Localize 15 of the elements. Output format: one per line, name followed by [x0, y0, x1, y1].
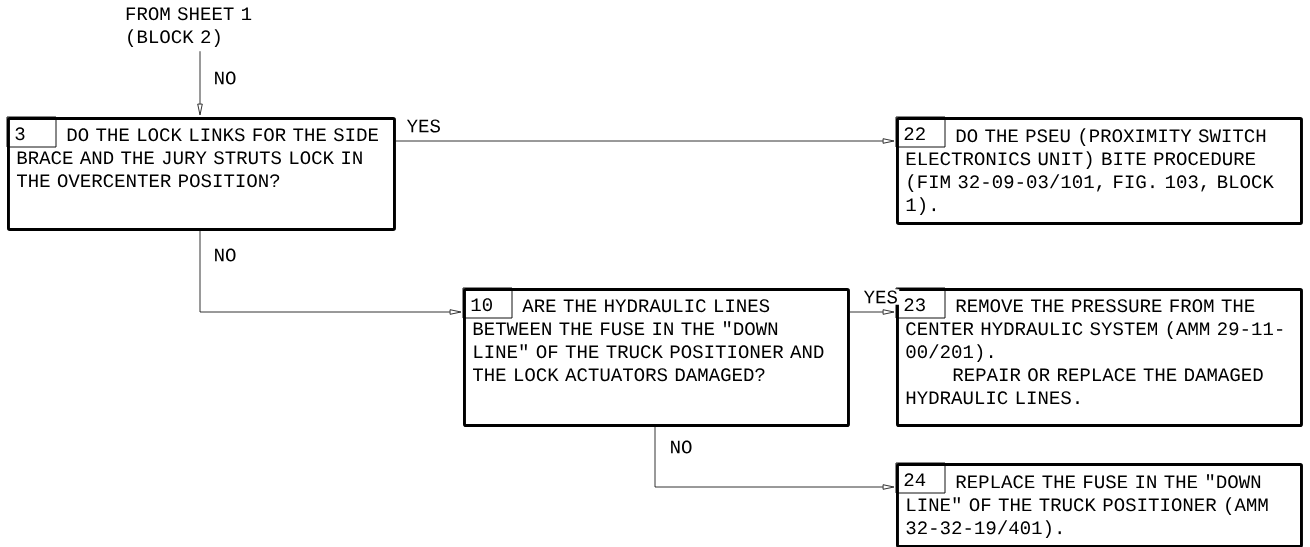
edge-label: NO: [212, 70, 238, 86]
edge-label: YES: [405, 118, 443, 134]
edge-label: YES: [862, 289, 900, 305]
step-box: 22 DO THE PSEU (PROXIMITY SWITCH ELECTRONICS UNIT) BITE PROCEDURE (FIM 32-09-03/101, FIG. 103, BLOCK 1).: [895, 116, 1303, 225]
step-box: 10 ARE THE HYDRAULIC LINES BETWEEN THE FUSE IN THE "DOWN LINE" OF THE TRUCK POSITIONER AND THE LOCK ACTUATORS DAMAGED?: [462, 287, 850, 427]
arrow: [197, 50, 203, 116]
reference-text: FROM SHEET 1 (BLOCK 2): [126, 7, 252, 47]
edge-label: NO: [668, 439, 694, 455]
step-box: 3 DO THE LOCK LINKS FOR THE SIDE BRACE AND THE JURY STRUTS LOCK IN THE OVERCENTER POSITION?: [6, 116, 396, 231]
arrow: [199, 230, 462, 315]
arrow: [395, 138, 895, 144]
step-box: 24 REPLACE THE FUSE IN THE "DOWN LINE" OF THE TRUCK POSITIONER (AMM 32-32-19/401).: [895, 462, 1303, 547]
arrow: [654, 426, 895, 490]
arrow: [849, 309, 895, 315]
edge-label: NO: [212, 247, 238, 263]
